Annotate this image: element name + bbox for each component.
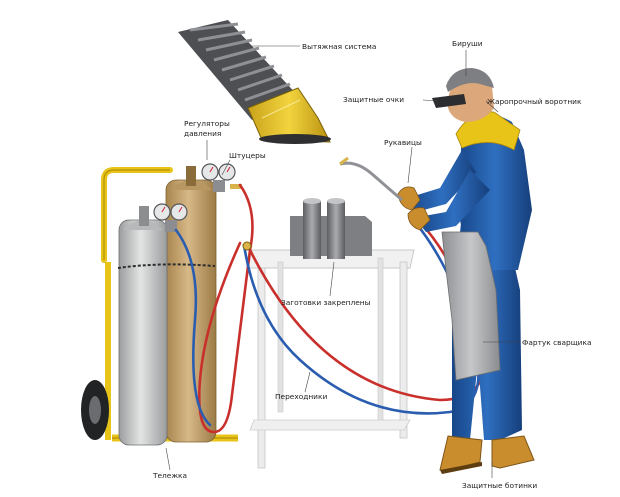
regulator-oxygen [153,203,188,232]
regulator-gas [201,163,242,192]
label-apron: Фартук сварщика [522,338,591,347]
cart-chain [117,263,216,269]
label-collar: Жаропрочный воротник [487,97,582,106]
label-regulators-line1: Регуляторы [184,119,230,128]
label-regulators-line2: давления [184,129,221,138]
label-workpieces: Заготовки закреплены [281,298,371,307]
label-goggles: Защитные очки [343,95,404,104]
label-cap: Бируши [452,39,483,48]
label-cart: Тележка [152,471,187,480]
workbench [247,249,415,469]
oxygen-cylinder [118,206,168,446]
exhaust-hood [178,20,331,144]
label-gloves: Рукавицы [384,138,422,147]
welder [339,68,535,474]
gas-cylinder [165,166,217,443]
label-exhaust-system: Вытяжная система [302,42,376,51]
workpieces [290,198,372,259]
label-boots: Защитные ботинки [462,481,537,490]
leader-lines [165,45,520,478]
label-adapters: Переходники [275,392,327,401]
label-fittings: Штуцеры [229,151,266,160]
